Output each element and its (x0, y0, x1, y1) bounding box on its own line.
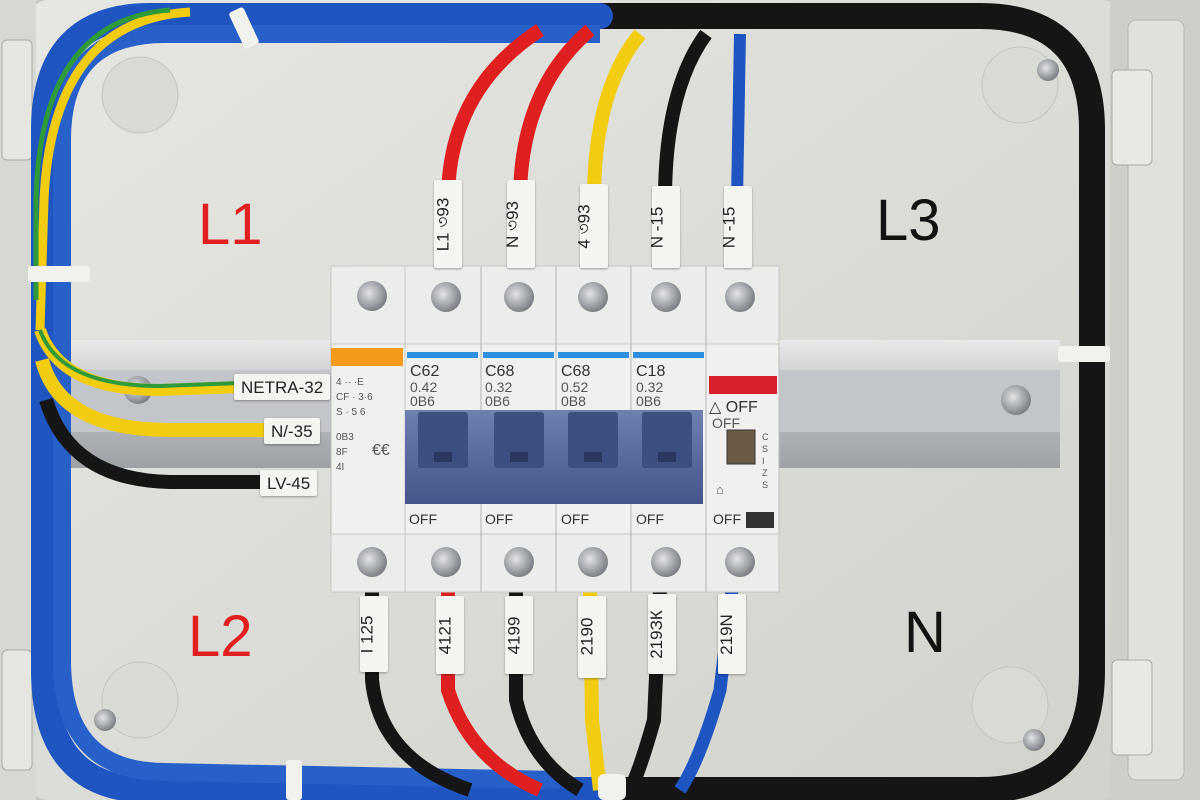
svg-text:4I: 4I (336, 462, 344, 473)
wire-marker-side: N/-35 (264, 418, 320, 444)
wire-marker-bottom: 219N (717, 594, 746, 674)
wire-marker-top: 4 ৩93 (575, 184, 608, 268)
svg-text:CF · 3·6: CF · 3·6 (336, 392, 373, 403)
rcd-indicator (746, 512, 774, 528)
earth-wire-stripe (38, 329, 241, 389)
zone-label-l1: L1 (198, 192, 263, 257)
breaker-spec: 0.42 (410, 379, 438, 395)
rcd-off-marking: OFF (713, 511, 741, 527)
black-wire-bottom-2 (509, 590, 584, 797)
yellow-loop-cable (35, 7, 191, 331)
wire-marker-top: N ৩93 (503, 180, 535, 268)
black-wire-bottom-3 (623, 589, 667, 794)
black-loop-cable (587, 2, 1105, 800)
yellow-side-wire (35, 358, 265, 437)
mount-screw (1023, 729, 1045, 751)
svg-text:S: S (762, 480, 768, 490)
breaker-spec: 0B6 (410, 393, 435, 409)
svg-text:0B3: 0B3 (336, 432, 354, 443)
breaker-accent (483, 352, 554, 358)
blue-wire-bottom (674, 589, 739, 794)
breaker-accent (558, 352, 629, 358)
rail-screw (1001, 385, 1031, 415)
cable-tie (28, 266, 90, 282)
breaker-rating: C68 (485, 363, 515, 380)
left-module-print: 4 ·· ·E CF · 3·6 S · 5 6 0B3 8F 4I €€ (336, 377, 390, 473)
blue-loop-cable (31, 3, 613, 800)
wire-marker-bottom: 219ЗК (647, 594, 676, 674)
breaker-off-marking: OFF (561, 511, 589, 527)
cable-tie (286, 760, 302, 800)
orange-cap (331, 348, 403, 366)
wire-marker-top: N -15 (647, 186, 680, 268)
red-wire-bottom (441, 590, 543, 797)
rcd-print: CSI ZS ⌂ (716, 432, 769, 497)
hinge-bottom (1111, 659, 1153, 756)
rcd-test-window[interactable] (726, 429, 756, 465)
breaker-rating: C62 (410, 363, 440, 380)
left-hinge-bottom (1, 649, 33, 771)
door-gasket (1127, 19, 1185, 781)
wire-marker-bottom: 4199 (504, 596, 533, 674)
breaker-toggles[interactable] (418, 412, 692, 468)
lower-terminal-strip (330, 533, 780, 593)
rcd-flag (709, 376, 777, 394)
cable-tie (598, 774, 626, 800)
wire-marker-top: L1 ৩93 (433, 180, 462, 268)
breaker-spec: 0B6 (636, 393, 661, 409)
svg-text:⌂: ⌂ (716, 482, 724, 497)
cable-tie (229, 7, 259, 49)
rcd-state-label: OFF (712, 415, 740, 431)
green-stripe-cable (33, 7, 171, 300)
cable-tie (1058, 346, 1110, 362)
mount-boss (971, 666, 1049, 744)
wire-marker-top: N -15 (719, 186, 752, 268)
wire-marker-side: NETRA-32 (234, 374, 331, 400)
hinge-top (1111, 69, 1153, 166)
bottom-terminal-screws (357, 547, 755, 577)
left-hinge-top (1, 39, 33, 161)
breaker-off-marking: OFF (409, 511, 437, 527)
svg-text:C: C (762, 432, 769, 442)
svg-text:8F: 8F (336, 447, 348, 458)
svg-text:Z: Z (762, 468, 768, 478)
mount-screw (94, 709, 116, 731)
svg-text:S · 5 6: S · 5 6 (336, 407, 366, 418)
wire-marker-bottom: I 125 (357, 596, 388, 672)
breaker-spec: 0.52 (561, 379, 589, 395)
black-wire-bottom-1 (365, 590, 473, 797)
breaker-spec: 0B6 (485, 393, 510, 409)
zone-label-l2: L2 (188, 604, 253, 669)
zone-label-l3: L3 (876, 188, 941, 253)
wire-marker-side: LV-45 (260, 470, 318, 496)
breaker-spec: 0B8 (561, 393, 586, 409)
breaker-spec: 0.32 (636, 379, 664, 395)
mount-boss (101, 661, 179, 739)
mount-boss (101, 56, 179, 134)
svg-text:I: I (762, 456, 765, 466)
wire-marker-bottom: 4121 (435, 596, 464, 674)
svg-text:€€: €€ (372, 442, 390, 459)
breaker-off-marking: OFF (636, 511, 664, 527)
rcd-state-label: △ OFF (709, 399, 758, 416)
svg-text:S: S (762, 444, 768, 454)
mount-screw (1037, 59, 1059, 81)
top-terminal-screws (357, 281, 755, 312)
breaker-accent (407, 352, 478, 358)
svg-text:4 ·· ·E: 4 ·· ·E (336, 377, 364, 388)
mount-boss (981, 46, 1059, 124)
upper-terminal-strip (330, 265, 780, 345)
zone-label-n: N (904, 600, 946, 665)
breaker-rating: C18 (636, 363, 666, 380)
breaker-accent (633, 352, 704, 358)
black-side-wire (39, 397, 262, 489)
breaker-off-marking: OFF (485, 511, 513, 527)
wire-marker-bottom: 2190 (577, 596, 606, 678)
breaker-rating: C68 (561, 363, 591, 380)
breaker-spec: 0.32 (485, 379, 513, 395)
